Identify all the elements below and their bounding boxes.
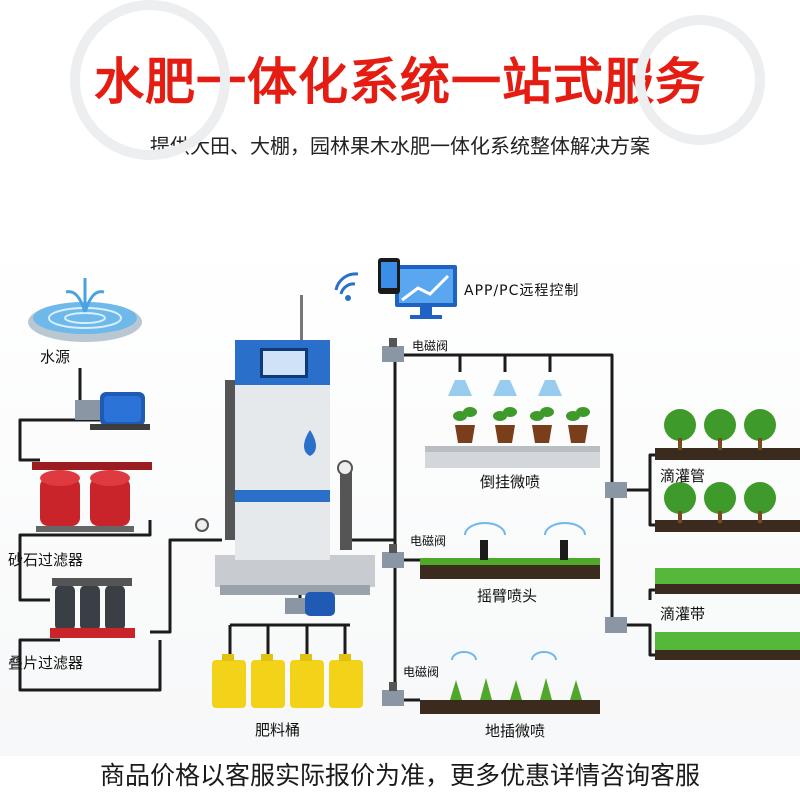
phone-icon — [378, 258, 400, 294]
ground-spray-bed — [420, 651, 600, 714]
monitor-icon — [395, 265, 457, 319]
solenoid-valve-icon — [382, 338, 404, 362]
fertilizer-bucket-label: 肥料桶 — [255, 721, 301, 739]
solenoid-valve-icon — [382, 682, 404, 706]
sand-filter-label: 砂石过滤器 — [8, 551, 84, 569]
hanging-spray-label: 倒挂微喷 — [480, 473, 541, 491]
fertilizer-buckets — [212, 654, 363, 708]
drip-tape-label: 滴灌带 — [660, 605, 706, 623]
water-pump — [75, 392, 150, 430]
page-subtitle: 提供大田、大棚，园林果木水肥一体化系统整体解决方案 — [150, 134, 650, 158]
fertilizer-pump — [285, 592, 335, 616]
solenoid-valve-icon — [382, 544, 404, 568]
sand-filter-unit — [32, 462, 152, 532]
remote-control-group — [334, 258, 457, 319]
rocker-sprinkler-bed — [420, 522, 600, 579]
drip-pipe-label: 滴灌管 — [660, 467, 706, 485]
page-title: 水肥一体化系统一站式服务 — [94, 53, 706, 111]
fertigation-machine — [195, 295, 375, 595]
drip-tape-bed — [655, 568, 800, 660]
price-notice-footer: 商品价格以客服实际报价为准，更多优惠详情咨询客服 — [0, 756, 800, 800]
ground-spray-label: 地插微喷 — [485, 722, 546, 740]
water-source-pool — [28, 278, 142, 342]
drip-pipe-bed — [655, 409, 800, 532]
remote-control-label: APP/PC远程控制 — [464, 283, 580, 299]
wifi-icon — [334, 272, 359, 301]
solenoid-valve-label: 电磁阀 — [403, 665, 440, 679]
solenoid-valve-icon — [605, 617, 627, 633]
solenoid-valve-icon — [605, 482, 627, 498]
solenoid-valve-label: 电磁阀 — [412, 339, 449, 353]
water-source-label: 水源 — [40, 348, 71, 366]
background-watermark — [70, 0, 765, 160]
rocker-sprinkler-label: 摇臂喷头 — [477, 587, 538, 605]
hanging-spray-bed — [425, 380, 600, 468]
disc-filter-label: 叠片过滤器 — [8, 654, 84, 672]
solenoid-valve-label: 电磁阀 — [410, 534, 447, 548]
disc-filter-unit — [50, 578, 135, 638]
